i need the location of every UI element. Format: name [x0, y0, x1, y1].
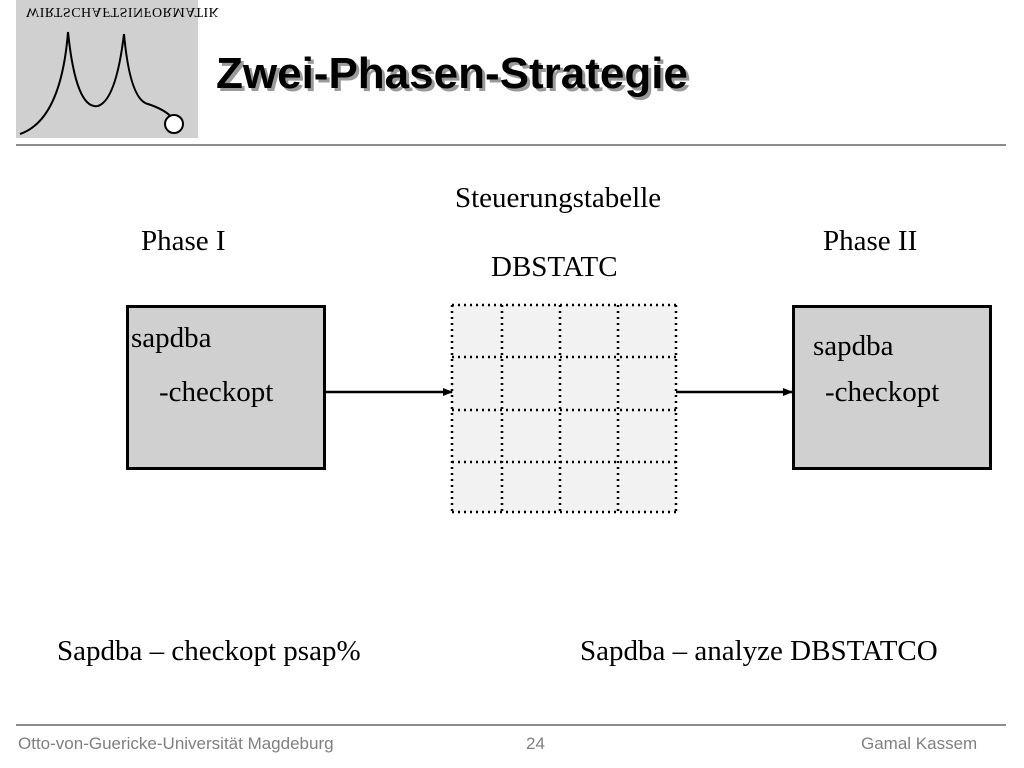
table-caption: Steuerungstabelle	[455, 182, 662, 214]
phase-right-box: sapdba -checkopt	[792, 305, 992, 470]
logo-graphic	[19, 31, 184, 135]
university-logo: WIRTSCHAFTSINFORMATIK	[16, 0, 220, 138]
logo-text: WIRTSCHAFTSINFORMATIK	[26, 4, 220, 19]
command-right: Sapdba – analyze DBSTATCO	[580, 635, 938, 667]
phase-right-command: sapdba	[813, 330, 894, 362]
footer-institution: Otto-von-Guericke-Universität Magdeburg	[18, 734, 334, 753]
footer-page-number: 24	[526, 734, 545, 753]
phase-left-box: sapdba -checkopt	[126, 305, 326, 470]
footer-author: Gamal Kassem	[861, 734, 978, 753]
footer-divider	[16, 724, 1006, 726]
phase-right-option: -checkopt	[825, 376, 940, 408]
phase-right-label: Phase II	[823, 225, 918, 257]
dbstatc-table-grid	[450, 303, 678, 514]
header-divider	[16, 144, 1006, 146]
slide-title: Zwei-Phasen-Strategie	[216, 49, 688, 98]
phase-left-command: sapdba	[131, 322, 212, 354]
table-background	[452, 305, 676, 512]
phase-left-option: -checkopt	[159, 376, 274, 408]
phase-left-label: Phase I	[141, 225, 226, 257]
table-name: DBSTATC	[491, 251, 618, 283]
command-left: Sapdba – checkopt psap%	[57, 635, 361, 667]
